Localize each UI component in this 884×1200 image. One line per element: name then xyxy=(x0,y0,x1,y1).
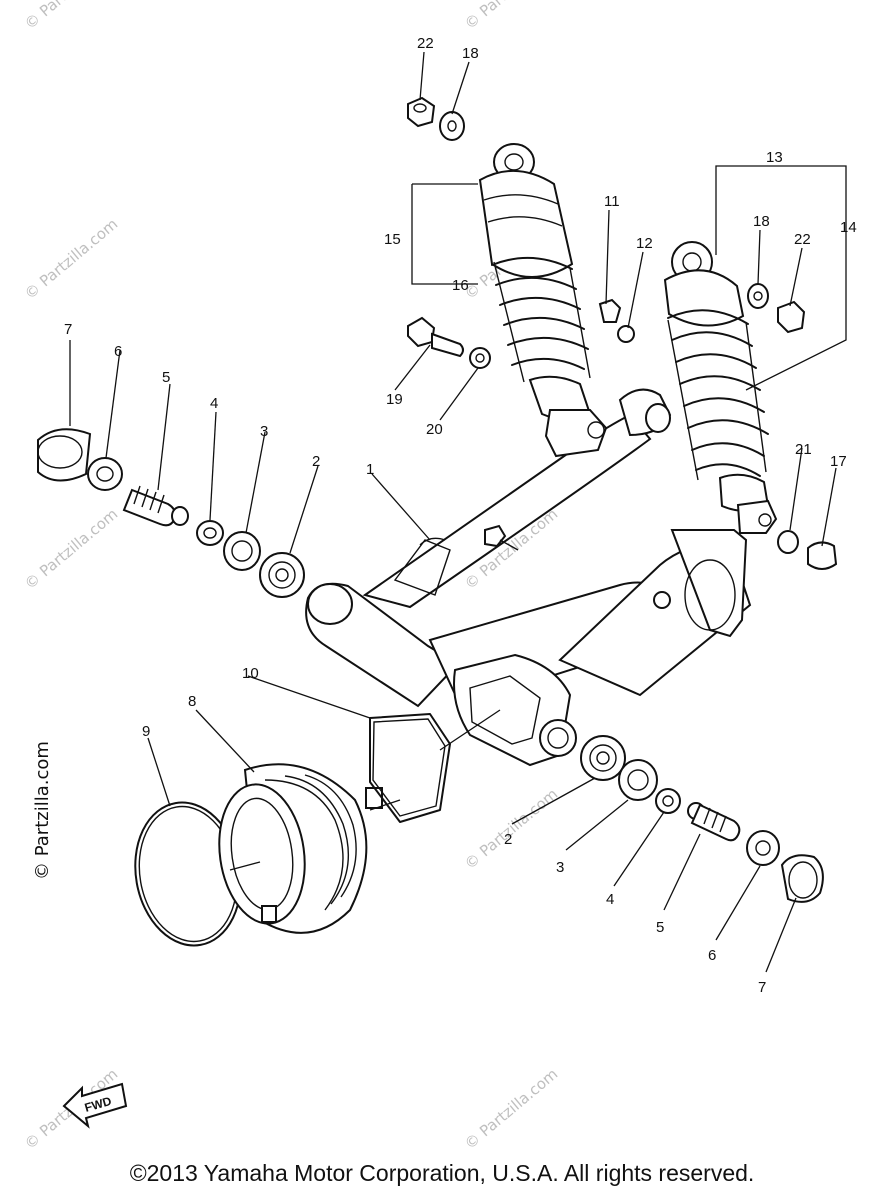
part-3-seal-left xyxy=(223,531,261,571)
callout-4-right: 4 xyxy=(606,891,614,908)
part-18-washer-right xyxy=(747,283,769,309)
callout-2-right: 2 xyxy=(504,831,512,848)
callout-4-left: 4 xyxy=(210,395,218,412)
callout-1: 1 xyxy=(366,461,374,478)
part-4-collar-left xyxy=(196,520,224,546)
part-21-washer xyxy=(777,530,799,554)
drive-parts xyxy=(134,709,501,947)
watermark: © Partzilla.com xyxy=(461,1065,561,1153)
right-shock-absorber xyxy=(663,241,778,534)
callout-6-right: 6 xyxy=(708,947,716,964)
part-7-cap-left xyxy=(37,428,92,482)
swingarm-bolt xyxy=(484,524,519,551)
part-6-nut-right xyxy=(746,830,780,866)
watermark: © Partzilla.com xyxy=(21,0,121,33)
part-3-seal-right xyxy=(618,759,658,801)
fwd-arrow: FWD xyxy=(62,1082,128,1129)
left-pivot-parts xyxy=(37,428,305,598)
callout-20: 20 xyxy=(426,421,443,438)
watermark-vertical: © Partzilla.com xyxy=(32,741,53,880)
part-19-bolt xyxy=(407,316,464,358)
callout-14: 14 xyxy=(840,219,857,236)
right-pivot-parts xyxy=(580,735,824,903)
callout-7-right: 7 xyxy=(758,979,766,996)
part-5-bolt-right xyxy=(687,802,741,842)
part-22-nut-top xyxy=(407,96,436,128)
part-6-nut-left xyxy=(87,457,123,491)
part-20-washer xyxy=(469,347,491,369)
watermark: © Partzilla.com xyxy=(461,0,561,33)
callout-7-left: 7 xyxy=(64,321,72,338)
part-7-cap-right xyxy=(780,854,824,903)
callout-3-right: 3 xyxy=(556,859,564,876)
callouts: 22 18 13 11 15 18 12 22 14 16 7 6 5 19 4… xyxy=(64,35,857,996)
part-8-housing xyxy=(218,763,383,934)
left-shock-absorber xyxy=(478,143,608,458)
callout-18-right: 18 xyxy=(753,213,770,230)
part-11-bolt xyxy=(598,298,622,323)
callout-12: 12 xyxy=(636,235,653,252)
part-22-nut-right xyxy=(777,300,806,334)
callout-9: 9 xyxy=(142,723,150,740)
callout-11: 11 xyxy=(604,193,620,210)
leader-lines xyxy=(69,51,847,973)
callout-21: 21 xyxy=(795,441,812,458)
watermark: © Partzilla.com xyxy=(21,215,121,303)
part-18-washer-top xyxy=(439,111,465,141)
callout-6-left: 6 xyxy=(114,343,122,360)
callout-22: 22 xyxy=(417,35,434,52)
part-5-bolt-left xyxy=(122,485,189,527)
callout-5-left: 5 xyxy=(162,369,170,386)
fasteners xyxy=(407,96,838,570)
callout-2-left: 2 xyxy=(312,453,320,470)
part-12-washer xyxy=(617,325,635,343)
callout-5-right: 5 xyxy=(656,919,664,936)
callout-16: 16 xyxy=(452,277,469,294)
callout-19: 19 xyxy=(386,391,403,408)
copyright-notice: ©2013 Yamaha Motor Corporation, U.S.A. A… xyxy=(129,1160,755,1186)
part-10-gasket xyxy=(369,713,451,823)
part-1-swingarm xyxy=(305,388,752,767)
callout-13: 13 xyxy=(766,149,783,166)
callout-8: 8 xyxy=(188,693,196,710)
callout-22-right: 22 xyxy=(794,231,811,248)
callout-18: 18 xyxy=(462,45,479,62)
callout-3-left: 3 xyxy=(260,423,268,440)
part-2-bearing-left xyxy=(259,552,305,598)
callout-17: 17 xyxy=(830,453,847,470)
part-17-cap-nut xyxy=(807,541,838,570)
part-2-bearing-right xyxy=(580,735,626,781)
watermark: © Partzilla.com xyxy=(461,785,561,873)
watermark: © Partzilla.com xyxy=(21,505,121,593)
callout-10: 10 xyxy=(242,665,259,682)
callout-15: 15 xyxy=(384,231,401,248)
part-4-collar-right xyxy=(655,788,681,814)
